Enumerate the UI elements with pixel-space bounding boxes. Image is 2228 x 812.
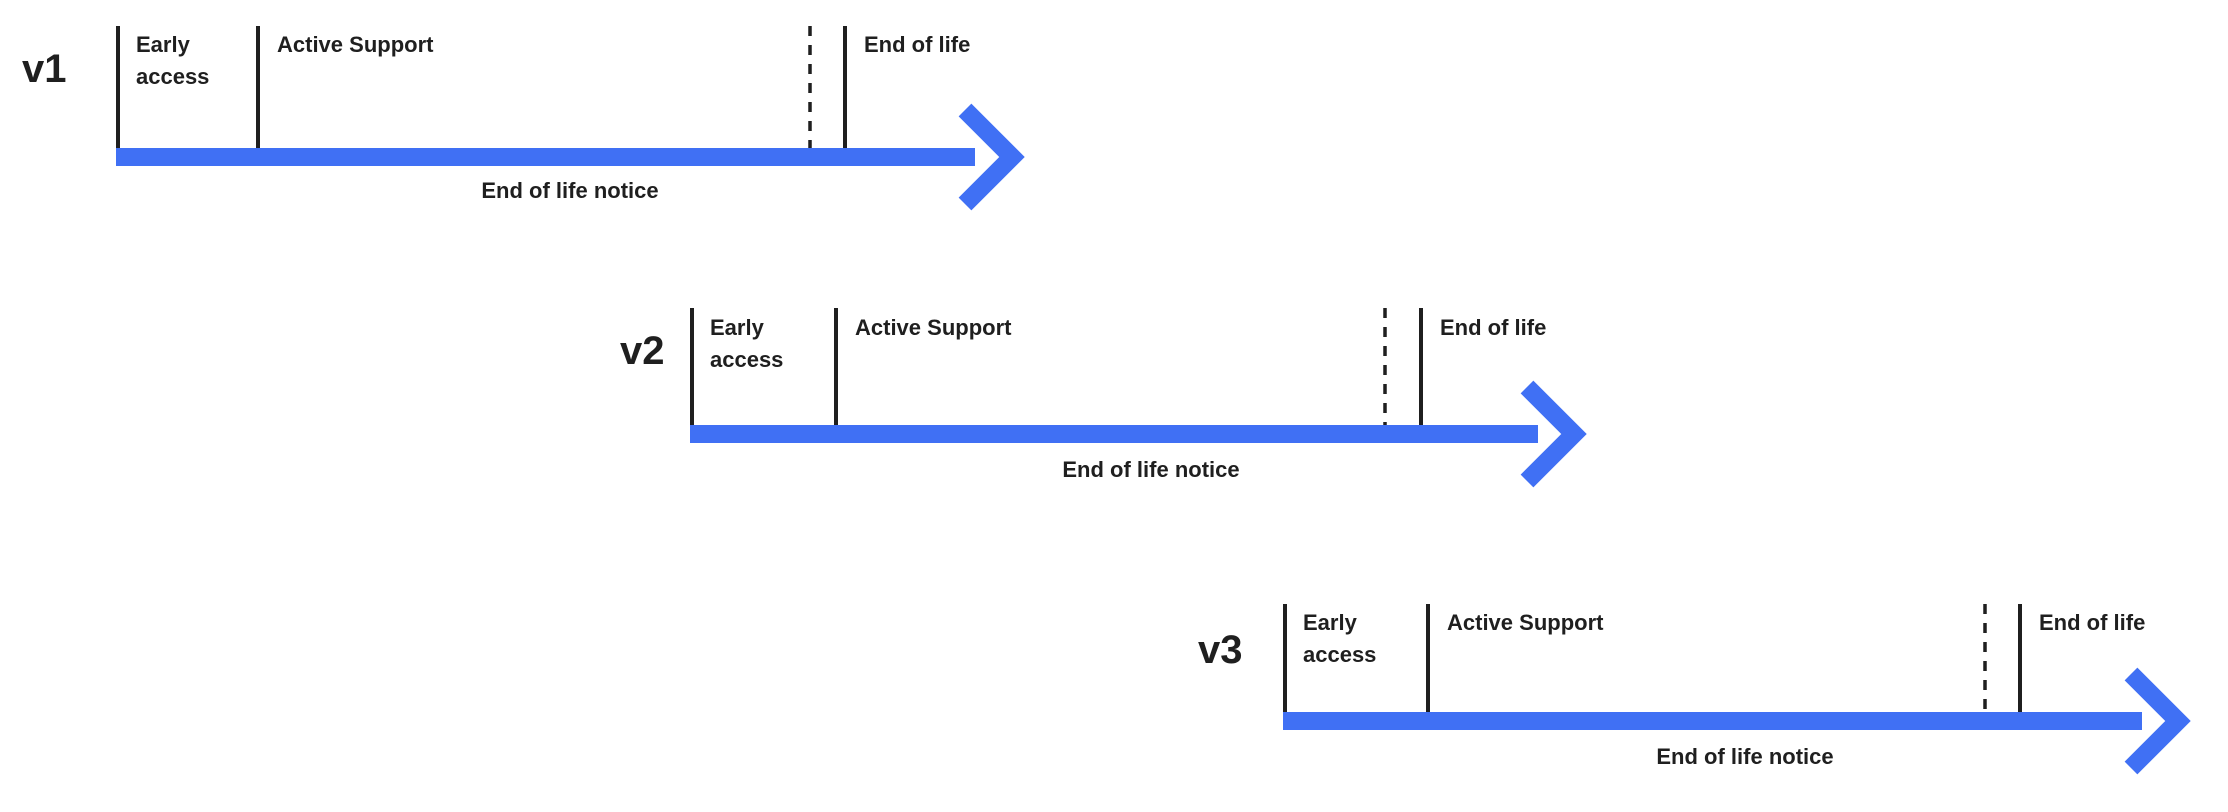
phase-label: Early (136, 32, 191, 57)
phase-label: End of life (2039, 610, 2145, 635)
version-label-v2: v2 (620, 329, 665, 373)
arrow-head-icon (1520, 380, 1587, 488)
phase-label: Early (1303, 610, 1358, 635)
arrow-head-icon (2124, 667, 2191, 775)
phase-label: Active Support (1447, 610, 1604, 635)
timeline-row-v2: v2 Early access Active Support End of lifeEn… (620, 308, 1587, 488)
phase-label: access (710, 347, 783, 372)
timeline-row-v3: v3 Early access Active Support End of lifeEn… (1198, 604, 2191, 775)
phase-label: Early (710, 315, 765, 340)
arrow-head-icon (958, 103, 1025, 211)
phase-label: Active Support (855, 315, 1012, 340)
eol-notice-label: End of life notice (481, 178, 658, 203)
phase-label: Active Support (277, 32, 434, 57)
eol-notice-label: End of life notice (1656, 744, 1833, 769)
phase-label: access (1303, 642, 1376, 667)
phase-label: End of life (1440, 315, 1546, 340)
timeline-row-v1: v1 Early access Active Support End of lifeEn… (22, 26, 1025, 211)
phase-label: End of life (864, 32, 970, 57)
version-label-v3: v3 (1198, 628, 1243, 672)
version-label-v1: v1 (22, 47, 67, 91)
eol-notice-label: End of life notice (1062, 457, 1239, 482)
phase-label: access (136, 64, 209, 89)
